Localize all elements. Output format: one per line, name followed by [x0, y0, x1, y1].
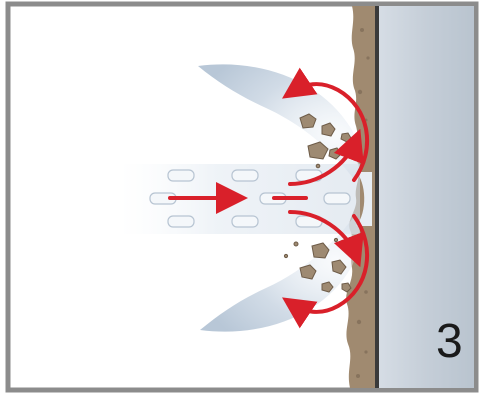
step-number: 3: [436, 314, 476, 370]
